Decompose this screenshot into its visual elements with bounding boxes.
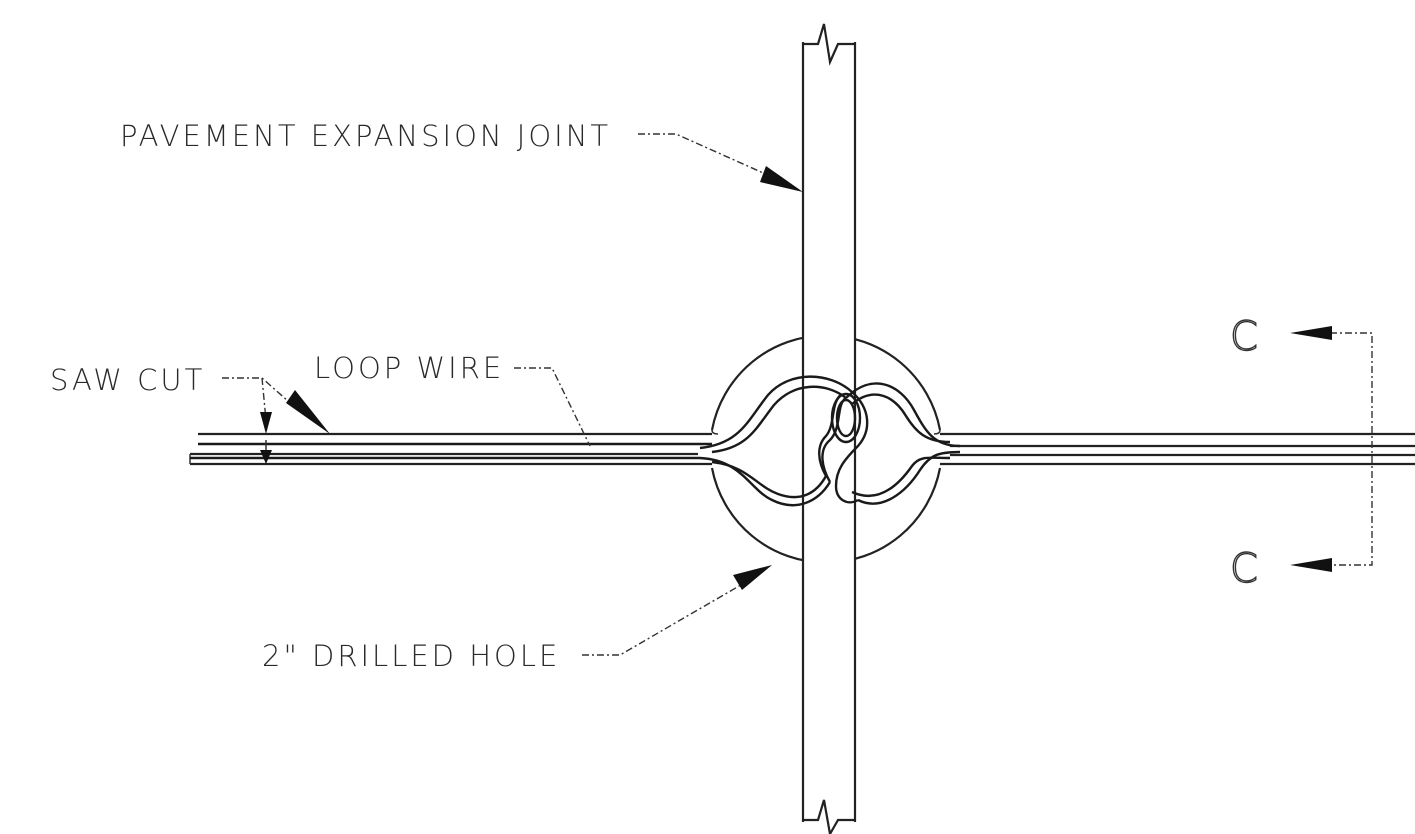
bottom-break-mark [803,799,855,834]
leaders [222,133,803,656]
label-saw-cut: SAW CUT [50,363,205,397]
section-cut-line [1290,326,1373,572]
label-expansion-joint: PAVEMENT EXPANSION JOINT [120,119,611,153]
section-arrow-top [1290,326,1332,340]
saw-cut-left [189,432,712,466]
top-break-mark [803,23,855,66]
saw-cut-right [940,432,1415,466]
section-label-bottom: C [1230,546,1258,592]
label-drilled-hole: 2" DRILLED HOLE [262,639,560,673]
loop-wire [190,375,961,507]
section-arrow-bottom [1290,558,1332,572]
section-label-top: C [1230,314,1258,360]
label-loop-wire: LOOP WIRE [314,351,504,385]
